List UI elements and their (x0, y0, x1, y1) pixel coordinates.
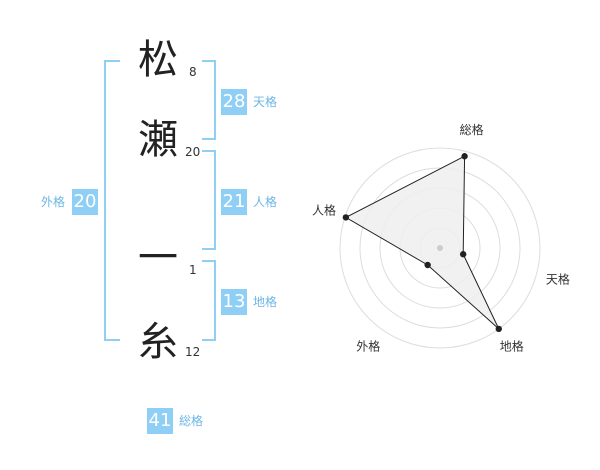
chikaku-bracket (202, 260, 216, 341)
radar-center-dot (437, 245, 443, 251)
jinkaku-label: 人格 (253, 195, 278, 209)
radar-axis-label-5: 人格 (312, 202, 336, 217)
radar-ring-4 (359, 167, 521, 329)
tenkaku-score-badge: 28 (221, 89, 247, 115)
stroke-count-3: 1 (189, 263, 197, 277)
radar-point-4 (424, 261, 431, 269)
radar-point-1 (461, 153, 468, 160)
soukaku-score-badge: 41 (147, 408, 173, 434)
gaikaku-label: 外格 (41, 195, 66, 209)
name-char-4: 糸 (138, 319, 178, 365)
tenkaku-label: 天格 (253, 95, 278, 109)
stroke-count-4: 12 (185, 345, 201, 359)
chikaku-label: 地格 (253, 295, 278, 309)
gaikaku-score-badge: 20 (72, 189, 98, 215)
radar-ring-5 (339, 147, 541, 349)
radar-point-5 (342, 214, 350, 221)
radar-axis-label-1: 総格 (460, 122, 484, 137)
name-char-1: 松 (138, 37, 178, 83)
jinkaku-score-badge: 21 (221, 189, 247, 215)
radar-point-2 (459, 251, 467, 258)
soukaku-label: 総格 (179, 414, 204, 428)
radar-axis-label-2: 天格 (546, 272, 570, 287)
tenkaku-bracket (202, 60, 216, 140)
stroke-count-1: 8 (189, 65, 197, 79)
gaikaku-bracket (104, 60, 120, 341)
radar-axis-label-4: 外格 (356, 339, 380, 354)
name-char-2: 瀬 (138, 117, 178, 163)
name-char-3: 一 (138, 235, 178, 281)
chikaku-score-badge: 13 (221, 289, 247, 315)
radar-axis-label-3: 地格 (500, 339, 524, 354)
radar-polygon (344, 155, 500, 330)
radar-point-3 (495, 325, 502, 333)
stroke-count-2: 20 (185, 145, 201, 159)
jinkaku-bracket (202, 150, 216, 250)
